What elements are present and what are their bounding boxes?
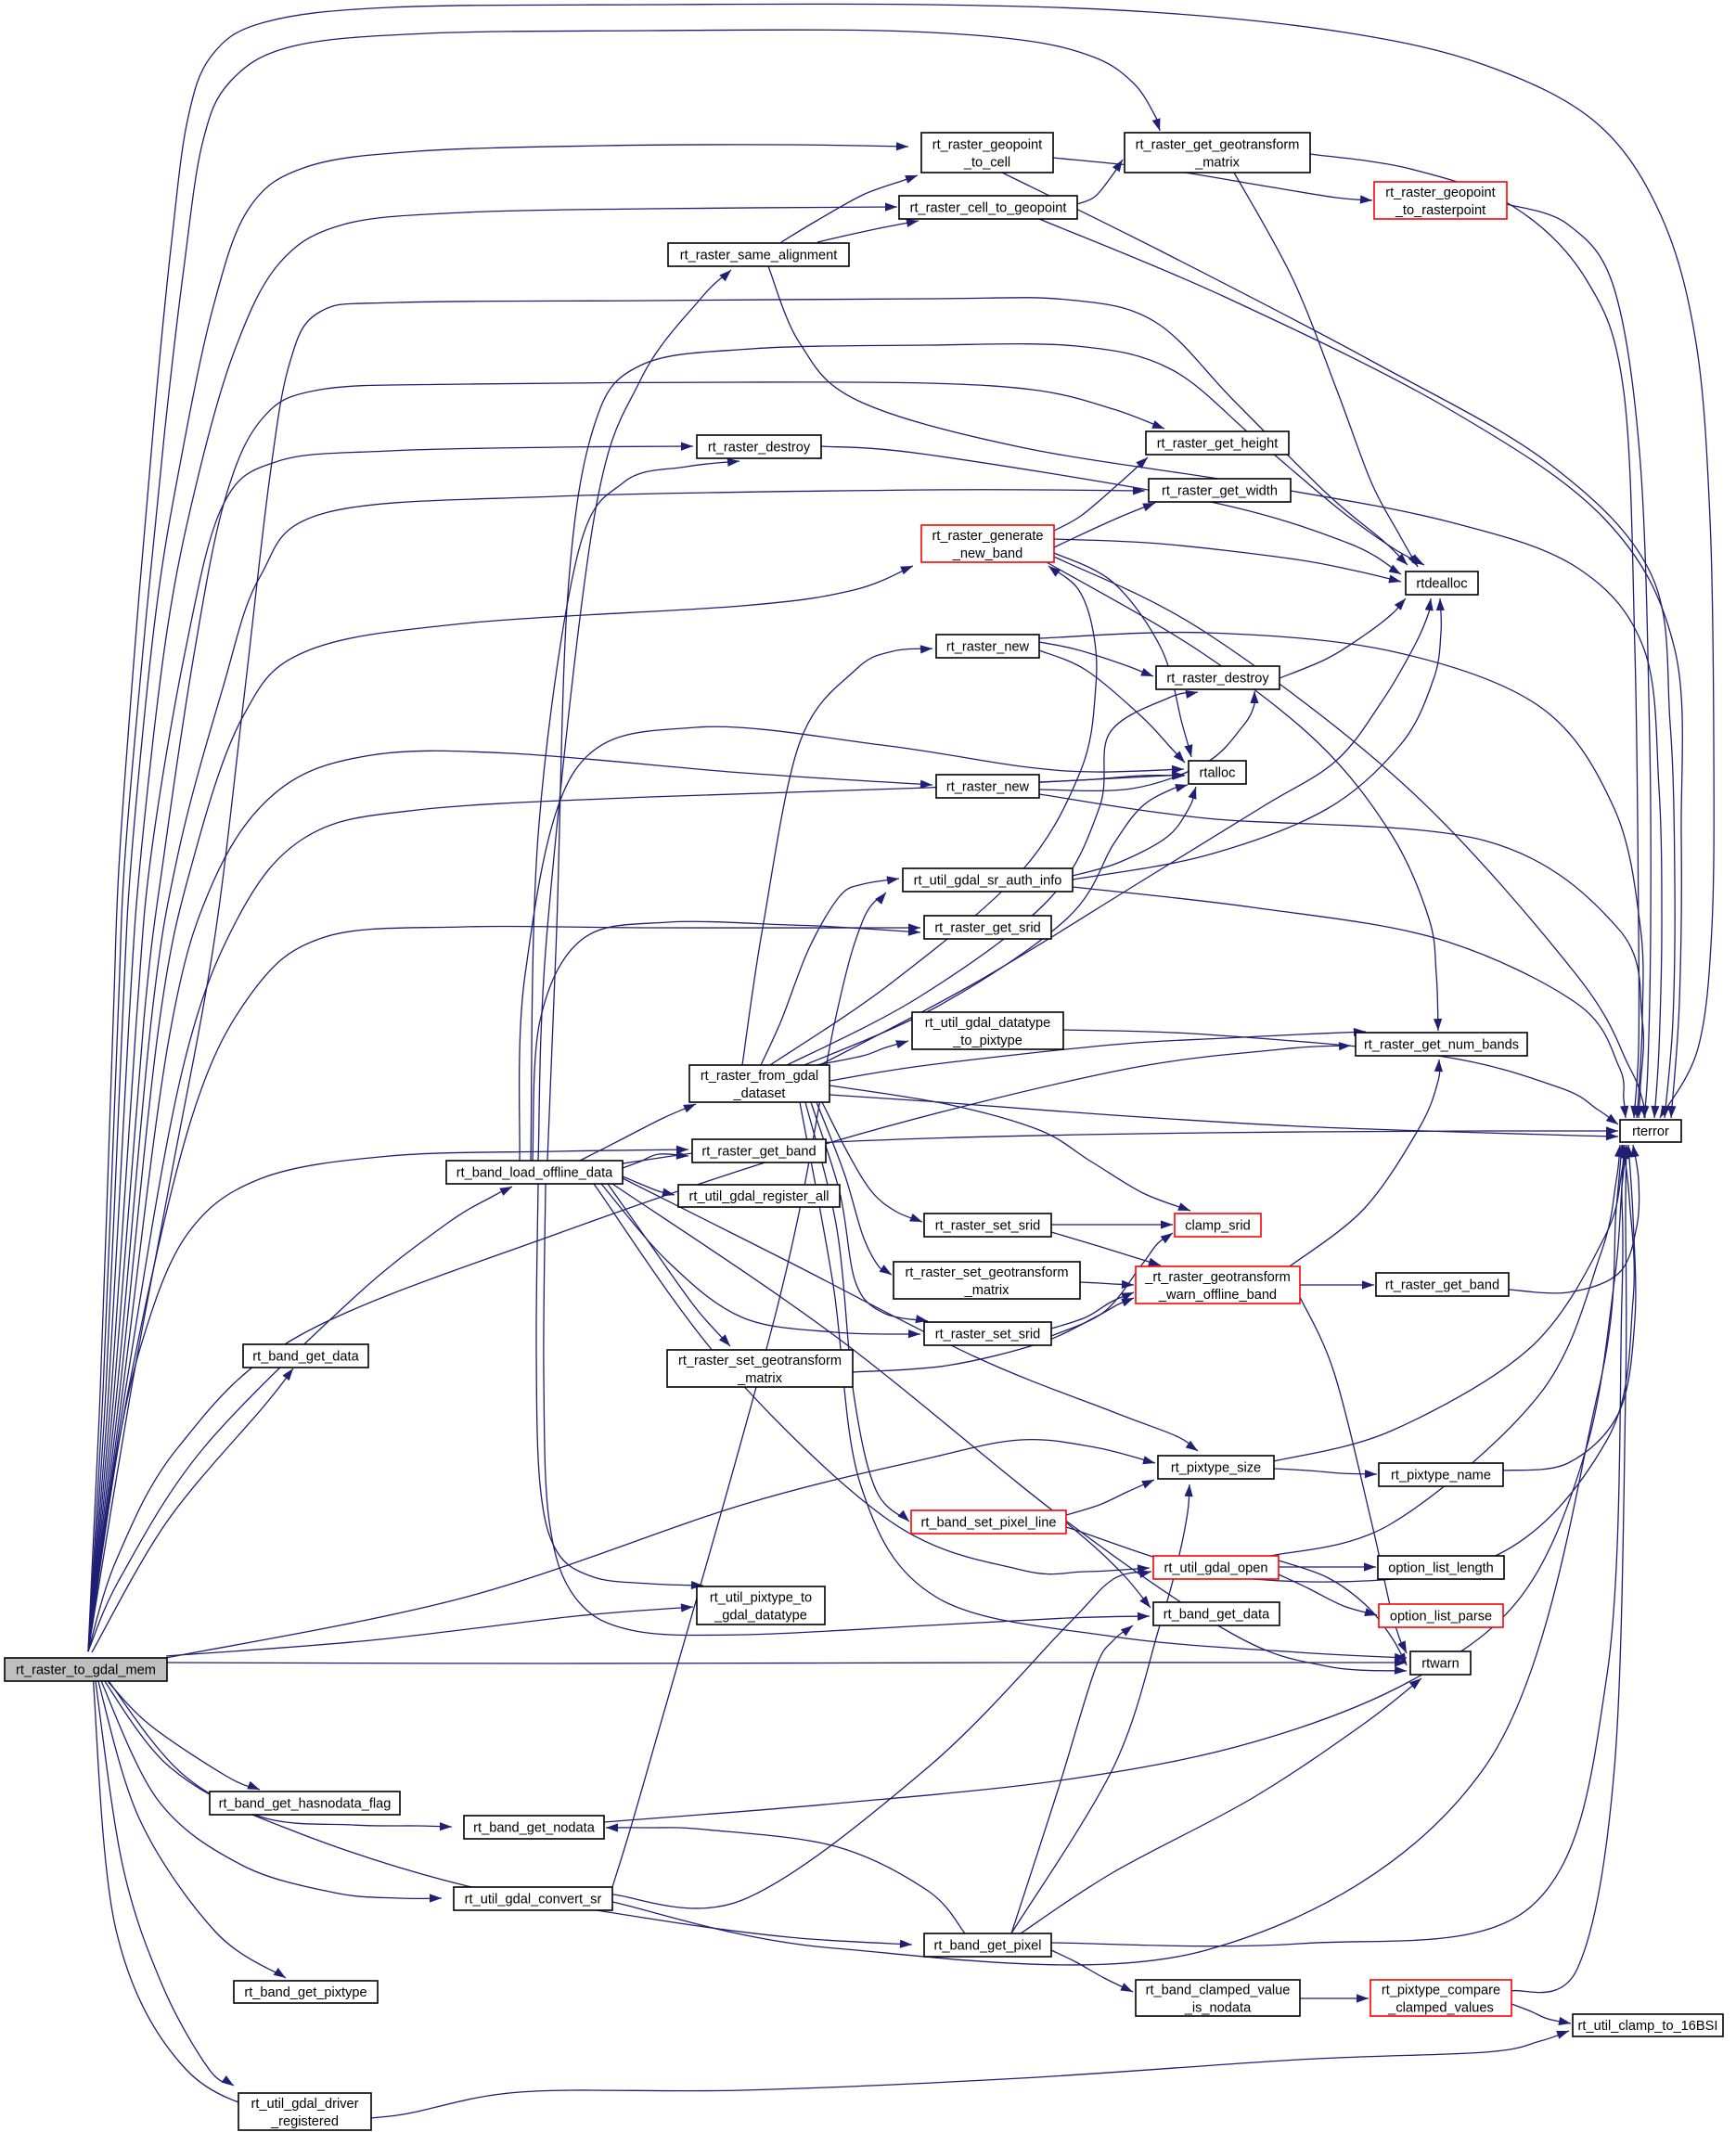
svg-text:_dataset: _dataset <box>733 1086 786 1101</box>
svg-text:_is_nodata: _is_nodata <box>1184 2001 1252 2016</box>
svg-text:rt_raster_generate: rt_raster_generate <box>932 529 1043 544</box>
svg-text:rt_raster_to_gdal_mem: rt_raster_to_gdal_mem <box>16 1663 156 1678</box>
svg-text:rt_raster_set_geotransform: rt_raster_set_geotransform <box>678 1354 842 1368</box>
svg-text:rt_util_gdal_convert_sr: rt_util_gdal_convert_sr <box>465 1893 602 1907</box>
svg-text:_to_cell: _to_cell <box>963 156 1010 171</box>
svg-text:rt_pixtype_name: rt_pixtype_name <box>1391 1469 1491 1483</box>
svg-text:_gdal_datatype: _gdal_datatype <box>714 1609 807 1624</box>
svg-text:rt_raster_get_srid: rt_raster_get_srid <box>934 921 1040 936</box>
svg-text:rt_band_get_data: rt_band_get_data <box>252 1350 359 1365</box>
svg-text:rt_raster_get_band: rt_raster_get_band <box>1385 1278 1499 1293</box>
svg-text:rt_raster_destroy: rt_raster_destroy <box>1166 672 1269 687</box>
svg-text:rt_util_gdal_sr_auth_info: rt_util_gdal_sr_auth_info <box>914 874 1062 889</box>
svg-text:_to_rasterpoint: _to_rasterpoint <box>1395 203 1485 218</box>
svg-text:_to_pixtype: _to_pixtype <box>952 1034 1022 1048</box>
svg-text:rt_util_gdal_driver: rt_util_gdal_driver <box>251 2097 358 2112</box>
svg-text:rt_pixtype_size: rt_pixtype_size <box>1171 1461 1261 1476</box>
svg-text:_registered: _registered <box>270 2114 339 2129</box>
svg-text:rt_raster_new: rt_raster_new <box>946 640 1030 655</box>
svg-text:rt_raster_set_srid: rt_raster_set_srid <box>935 1328 1041 1342</box>
svg-text:_rt_raster_geotransform: _rt_raster_geotransform <box>1144 1270 1291 1285</box>
svg-text:rt_raster_get_width: rt_raster_get_width <box>1162 484 1278 499</box>
svg-text:rt_raster_from_gdal: rt_raster_from_gdal <box>701 1069 818 1084</box>
svg-text:option_list_length: option_list_length <box>1388 1561 1494 1576</box>
svg-text:rt_util_gdal_register_all: rt_util_gdal_register_all <box>689 1189 829 1204</box>
svg-text:rt_pixtype_compare: rt_pixtype_compare <box>1382 1984 1500 1998</box>
svg-text:rtwarn: rtwarn <box>1421 1657 1460 1672</box>
svg-text:rt_raster_new: rt_raster_new <box>946 780 1030 795</box>
svg-text:rt_raster_get_band: rt_raster_get_band <box>701 1145 816 1160</box>
svg-text:rt_band_get_hasnodata_flag: rt_band_get_hasnodata_flag <box>219 1797 392 1812</box>
svg-text:rt_band_clamped_value: rt_band_clamped_value <box>1146 1984 1291 1998</box>
svg-text:rt_band_get_nodata: rt_band_get_nodata <box>473 1821 596 1836</box>
svg-text:option_list_parse: option_list_parse <box>1390 1610 1492 1625</box>
svg-text:rt_band_get_data: rt_band_get_data <box>1164 1608 1270 1623</box>
svg-text:rtdealloc: rtdealloc <box>1416 577 1467 592</box>
svg-text:rtalloc: rtalloc <box>1200 766 1236 781</box>
svg-text:_matrix: _matrix <box>737 1371 783 1386</box>
svg-text:rt_band_get_pixtype: rt_band_get_pixtype <box>244 1985 366 2000</box>
svg-text:rt_raster_set_geotransform: rt_raster_set_geotransform <box>905 1265 1068 1280</box>
svg-text:rt_band_set_pixel_line: rt_band_set_pixel_line <box>920 1516 1056 1531</box>
svg-text:rt_raster_cell_to_geopoint: rt_raster_cell_to_geopoint <box>910 201 1067 216</box>
svg-text:rterror: rterror <box>1632 1124 1669 1139</box>
svg-text:rt_band_get_pixel: rt_band_get_pixel <box>933 1939 1041 1954</box>
svg-text:rt_raster_destroy: rt_raster_destroy <box>708 441 811 456</box>
svg-text:rt_raster_geopoint: rt_raster_geopoint <box>932 138 1042 153</box>
svg-text:clamp_srid: clamp_srid <box>1185 1219 1251 1234</box>
svg-text:rt_util_gdal_open: rt_util_gdal_open <box>1164 1561 1268 1576</box>
svg-text:_matrix: _matrix <box>964 1283 1010 1298</box>
svg-text:rt_raster_get_geotransform: rt_raster_get_geotransform <box>1136 138 1300 153</box>
svg-text:_clamped_values: _clamped_values <box>1387 2001 1494 2016</box>
svg-text:rt_raster_get_height: rt_raster_get_height <box>1157 437 1279 452</box>
svg-text:_matrix: _matrix <box>1194 156 1241 171</box>
svg-text:_warn_offline_band: _warn_offline_band <box>1158 1288 1277 1303</box>
svg-text:rt_band_load_offline_data: rt_band_load_offline_data <box>457 1166 613 1181</box>
svg-text:rt_util_gdal_datatype: rt_util_gdal_datatype <box>925 1016 1051 1031</box>
svg-text:_new_band: _new_band <box>952 546 1022 561</box>
svg-text:rt_util_pixtype_to: rt_util_pixtype_to <box>710 1591 812 1606</box>
svg-text:rt_raster_geopoint: rt_raster_geopoint <box>1385 186 1495 200</box>
svg-text:rt_raster_same_alignment: rt_raster_same_alignment <box>680 249 838 263</box>
svg-text:rt_util_clamp_to_16BSI: rt_util_clamp_to_16BSI <box>1578 2019 1718 2034</box>
svg-text:rt_raster_get_num_bands: rt_raster_get_num_bands <box>1364 1038 1519 1053</box>
svg-text:rt_raster_set_srid: rt_raster_set_srid <box>935 1219 1041 1234</box>
